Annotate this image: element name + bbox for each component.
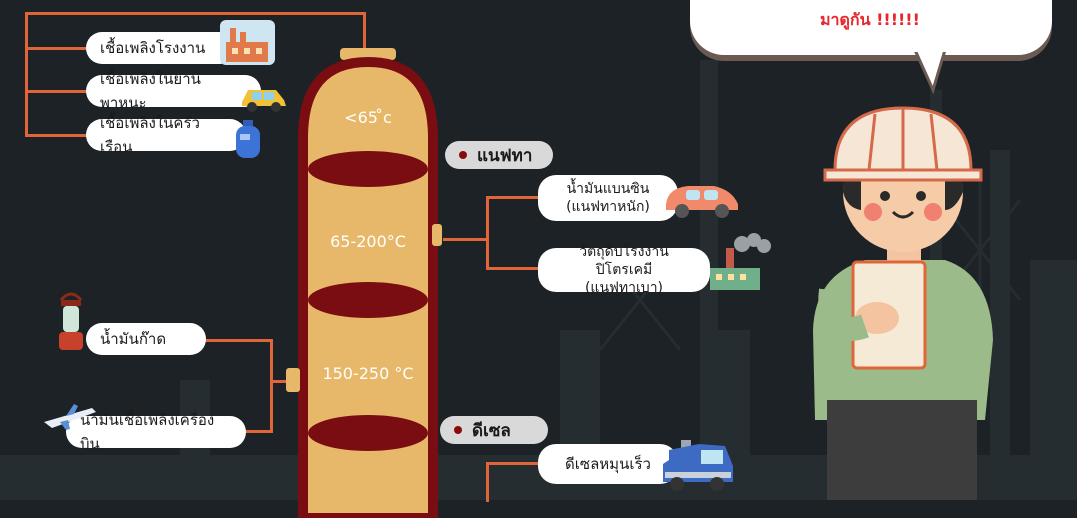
product-label-line1: วัตถุดิบโรงงานปิโตรเคมี bbox=[579, 244, 669, 278]
connector-line bbox=[25, 90, 90, 93]
connector-line bbox=[486, 462, 489, 502]
product-label: เชื้อเพลิงโรงงาน bbox=[100, 39, 206, 57]
product-label-line1: น้ำมันแบนซิน bbox=[566, 181, 650, 197]
product-pill: ดีเซลหมุนเร็ว bbox=[538, 444, 678, 484]
product-pill: น้ำมันก๊าด bbox=[86, 323, 206, 355]
connector-line bbox=[486, 462, 541, 465]
product-label: เชื้อเพลิงในครัวเรือน bbox=[100, 114, 200, 156]
car-icon bbox=[666, 186, 738, 218]
petrochemical-plant-icon bbox=[710, 233, 771, 290]
fraction-tag-diesel: ดีเซล bbox=[440, 416, 548, 444]
product-label-line2: (แนฟทาหนัก) bbox=[566, 199, 650, 215]
airplane-icon bbox=[44, 404, 96, 430]
distillation-column bbox=[286, 48, 442, 518]
product-label: น้ำมันเชื้อเพลิงเครื่องบิน bbox=[80, 411, 215, 453]
connector-line bbox=[486, 267, 541, 270]
connector-line bbox=[25, 12, 28, 136]
product-pill: เชื้อเพลิงโรงงาน bbox=[86, 32, 236, 64]
column-temp-kerosene: 150-250 °C bbox=[322, 364, 414, 383]
connector-line bbox=[243, 430, 273, 433]
gas-cylinder-icon bbox=[236, 120, 260, 158]
lantern-icon bbox=[59, 292, 83, 350]
product-label: ดีเซลหมุนเร็ว bbox=[565, 455, 651, 473]
connector-line bbox=[363, 12, 366, 54]
product-pill: น้ำมันแบนซิน (แนฟทาหนัก) bbox=[538, 175, 678, 221]
car-icon bbox=[242, 90, 286, 112]
connector-line bbox=[486, 196, 541, 199]
product-pill: เชื้อเพลิงในยานพาหนะ bbox=[86, 70, 261, 112]
product-label: น้ำมันก๊าด bbox=[100, 330, 167, 348]
fraction-tag-label: ดีเซล bbox=[472, 420, 511, 441]
product-pill: เชื้อเพลิงในครัวเรือน bbox=[86, 114, 246, 156]
column-temp-top: <65 ̊c bbox=[344, 108, 392, 127]
product-label-line2: (แนฟทาเบา) bbox=[584, 280, 664, 296]
fraction-dot bbox=[454, 426, 462, 434]
connector-line bbox=[270, 339, 273, 432]
speech-bubble-tail bbox=[912, 44, 949, 95]
product-pill: น้ำมันเชื้อเพลิงเครื่องบิน bbox=[66, 411, 246, 453]
connector-line bbox=[25, 47, 90, 50]
fraction-tag-naphtha: แนฟทา bbox=[445, 141, 553, 169]
connector-line bbox=[25, 134, 90, 137]
connector-line bbox=[486, 196, 489, 269]
factory-icon bbox=[220, 20, 275, 65]
connector-line bbox=[205, 339, 273, 342]
fraction-dot bbox=[459, 151, 467, 159]
speech-bubble bbox=[690, 0, 1052, 55]
column-temp-naphtha: 65-200°C bbox=[330, 232, 406, 251]
connector-line bbox=[25, 12, 365, 15]
truck-icon bbox=[663, 440, 733, 491]
engineer-character bbox=[813, 106, 993, 500]
connector-line bbox=[270, 380, 290, 383]
speech-bubble-text: มาดูกัน !!!!!! bbox=[820, 10, 920, 29]
fraction-tag-label: แนฟทา bbox=[477, 145, 533, 166]
connector-line bbox=[443, 238, 488, 241]
product-pill: วัตถุดิบโรงงานปิโตรเคมี (แนฟทาเบา) bbox=[538, 244, 710, 296]
product-label: เชื้อเพลิงในยานพาหนะ bbox=[100, 70, 201, 112]
